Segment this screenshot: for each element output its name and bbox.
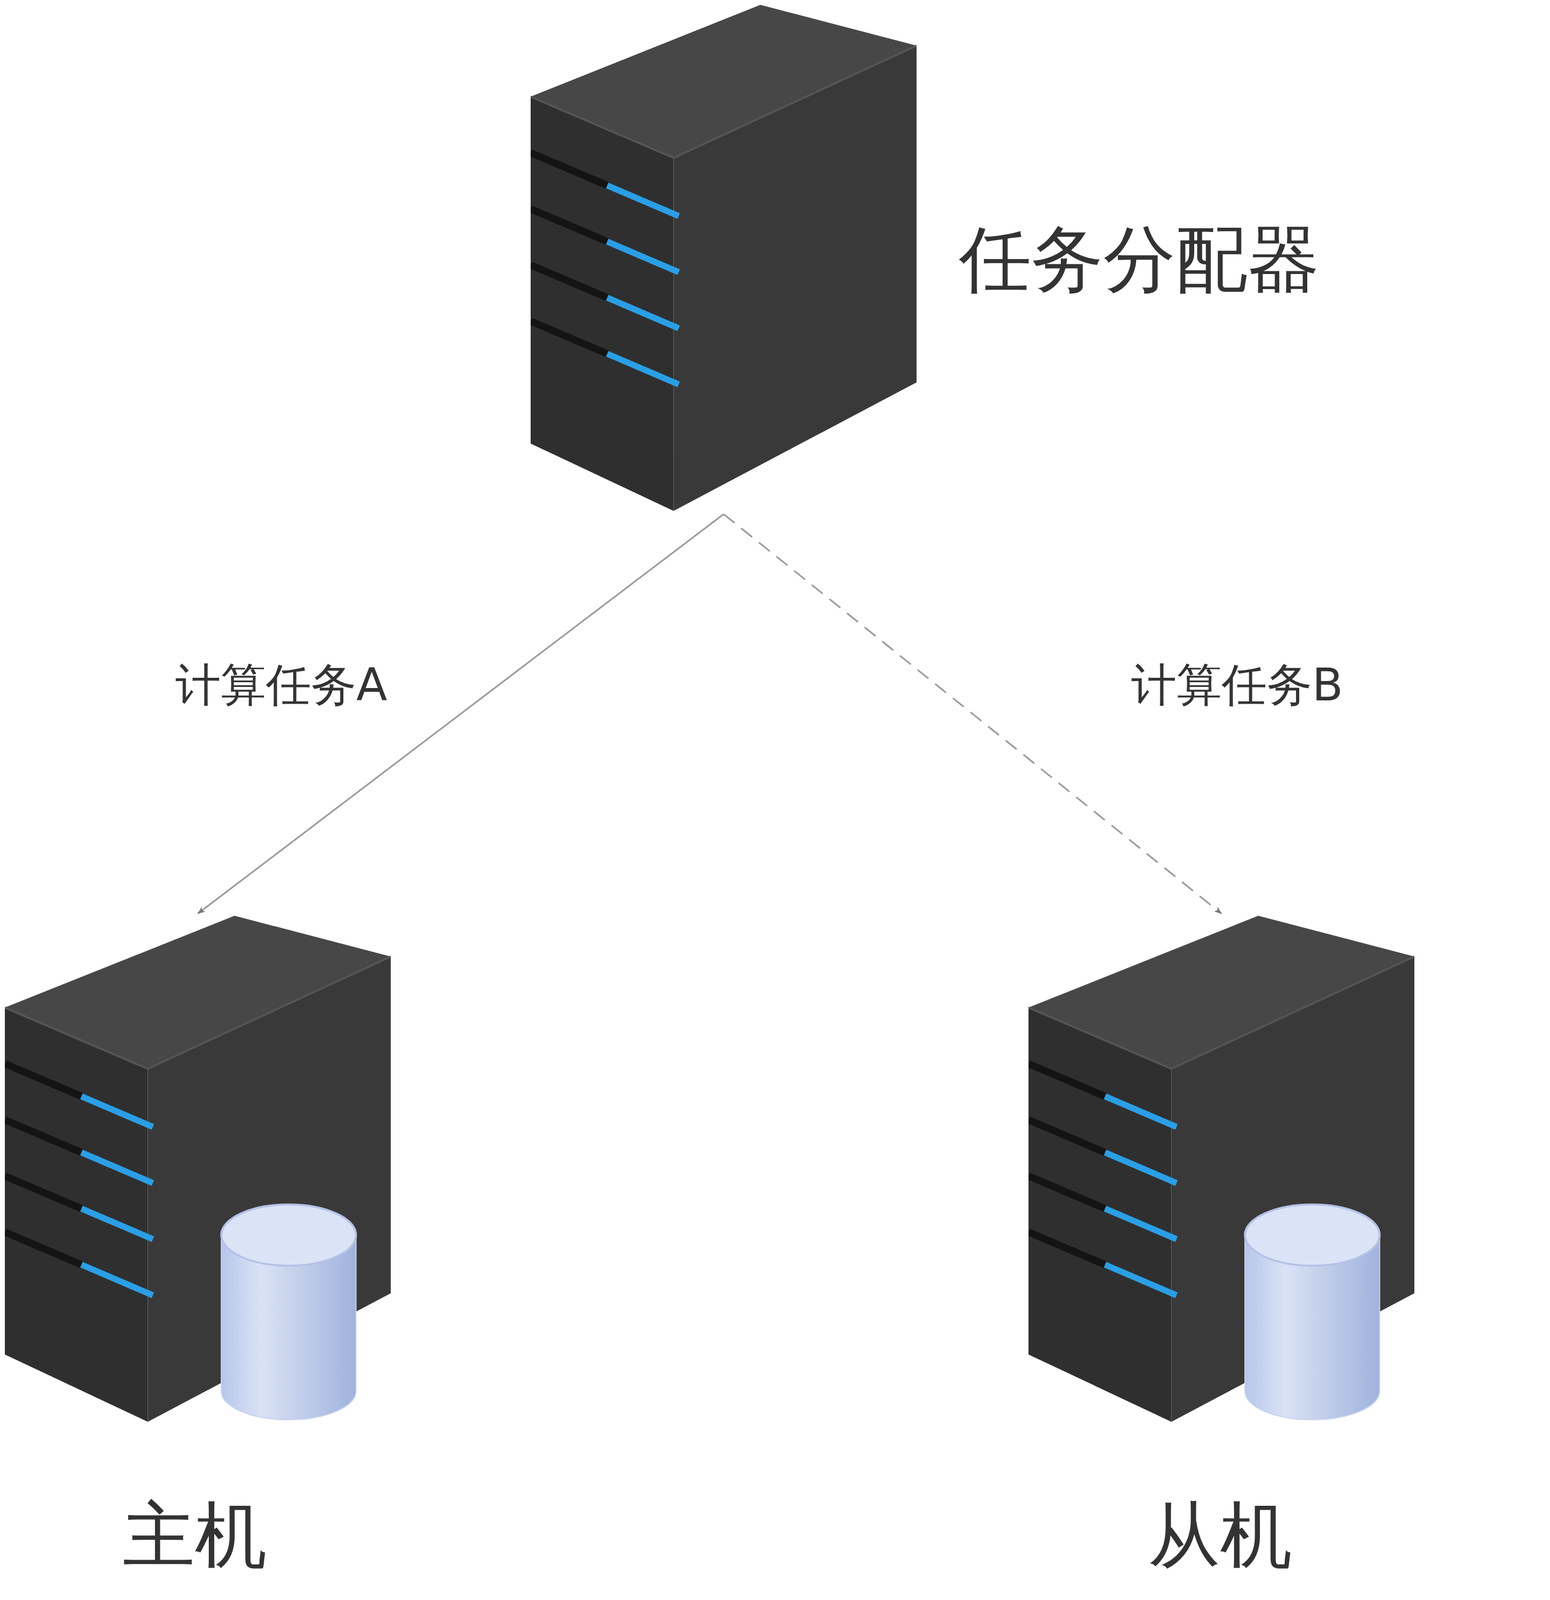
server-label: 从机 bbox=[1147, 1495, 1293, 1575]
solid-arrow bbox=[198, 513, 724, 914]
dashed-arrow bbox=[723, 513, 1222, 914]
server-label: 主机 bbox=[122, 1495, 267, 1575]
server-icon bbox=[530, 4, 917, 511]
edge-label: 计算任务B bbox=[1129, 659, 1346, 710]
server-node: 任务分配器 bbox=[530, 4, 917, 511]
database-cylinder bbox=[1028, 915, 1415, 1422]
server-node: 从机 bbox=[1028, 915, 1415, 1422]
server-label: 任务分配器 bbox=[959, 220, 1320, 300]
edge-label: 计算任务A bbox=[173, 659, 390, 710]
server-node: 主机 bbox=[4, 915, 391, 1422]
database-cylinder bbox=[4, 915, 391, 1422]
